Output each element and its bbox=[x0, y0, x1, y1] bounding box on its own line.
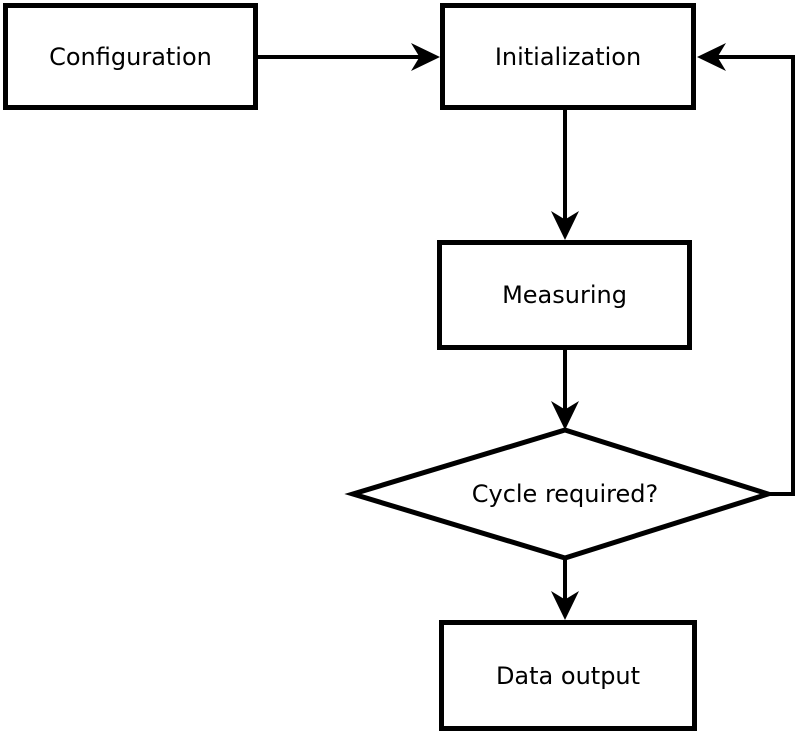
node-measuring: Measuring bbox=[437, 240, 692, 350]
edge-decision-to-data-output bbox=[551, 556, 579, 620]
arrowhead-down-icon bbox=[551, 211, 579, 240]
node-data-output-label: Data output bbox=[495, 661, 641, 690]
node-initialization-label: Initialization bbox=[494, 42, 642, 71]
arrowhead-down-icon bbox=[551, 591, 579, 620]
arrowhead-right-icon bbox=[411, 43, 440, 71]
node-cycle-required-label: Cycle required? bbox=[471, 480, 659, 508]
edge-line bbox=[716, 55, 795, 496]
arrowhead-left-icon bbox=[697, 43, 726, 71]
node-cycle-required: Cycle required? bbox=[405, 478, 725, 510]
edge-decision-to-initialization-loop bbox=[697, 43, 795, 496]
edge-initialization-to-measuring bbox=[551, 108, 579, 240]
node-configuration-label: Configuration bbox=[49, 42, 212, 71]
edge-configuration-to-initialization bbox=[256, 43, 440, 71]
node-measuring-label: Measuring bbox=[502, 281, 627, 309]
node-configuration: Configuration bbox=[3, 3, 258, 110]
arrowhead-down-icon bbox=[551, 401, 579, 430]
node-initialization: Initialization bbox=[440, 3, 696, 110]
decision-diamond-shape bbox=[344, 427, 777, 561]
node-data-output: Data output bbox=[439, 620, 697, 731]
edge-measuring-to-decision bbox=[551, 348, 579, 430]
